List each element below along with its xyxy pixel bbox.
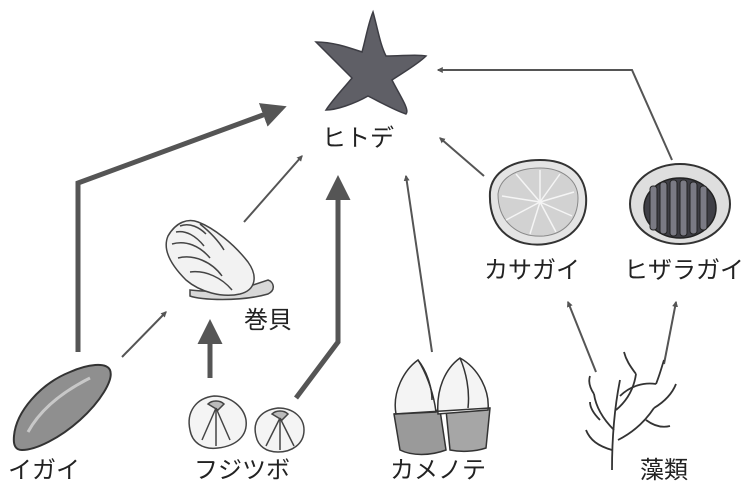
arrow-soorui-to-hizaragai — [663, 300, 679, 365]
arrow-kamenote-to-hitode — [403, 174, 433, 353]
arrow-makigai-to-hitode — [243, 155, 303, 223]
label-makigai: 巻貝 — [244, 306, 292, 334]
arrow-igai-to-makigai — [121, 311, 167, 358]
label-kasagai: カサガイ — [484, 256, 580, 284]
limpet-icon — [488, 158, 588, 246]
mussel-icon — [12, 364, 112, 452]
starfish-icon — [314, 9, 428, 115]
barnacle-icon — [188, 395, 305, 453]
label-kamenote: カメノテ — [390, 456, 486, 484]
seaweed-icon — [585, 351, 677, 471]
arrow-soorui-to-kasagai — [566, 300, 597, 373]
arrow-kasagai-to-hitode — [439, 137, 485, 177]
arrow-hizaragai-to-hitode — [436, 67, 673, 161]
label-hitode: ヒトデ — [322, 124, 394, 152]
label-fujitsubo: フジツボ — [194, 456, 290, 484]
chiton-icon — [629, 163, 731, 245]
food-web-arrows — [75, 67, 679, 400]
sea-snail-icon — [165, 219, 274, 301]
arrow-igai-to-hitode — [75, 103, 287, 352]
label-hizaragai: ヒザラガイ — [624, 256, 744, 284]
arrow-fujitsubo-to-hitode — [294, 175, 351, 400]
label-soorui: 藻類 — [640, 456, 688, 484]
goose-barnacle-icon — [393, 357, 491, 456]
label-igai: イガイ — [8, 456, 80, 484]
